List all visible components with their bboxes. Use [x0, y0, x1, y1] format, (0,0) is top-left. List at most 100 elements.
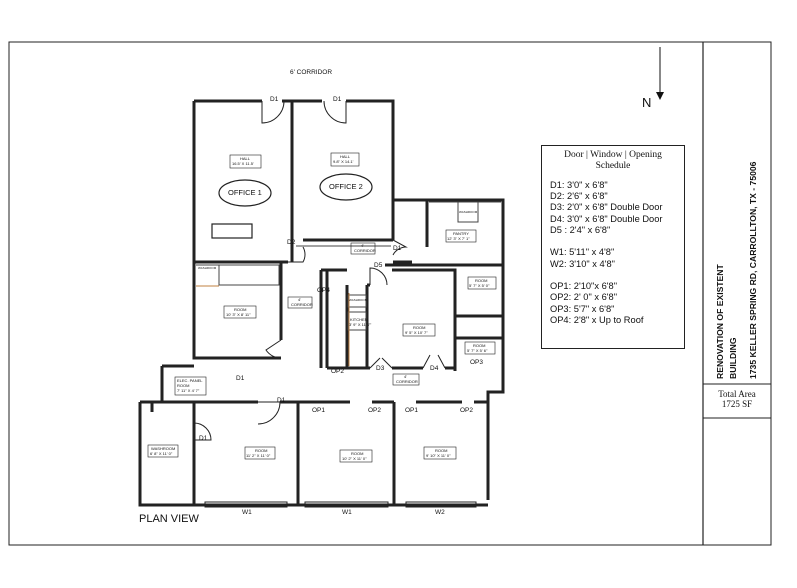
hall1-size: 16.5' X 11.5'	[232, 161, 254, 166]
opening-label-op1a: OP1	[312, 407, 326, 414]
wall-right-lower	[486, 371, 505, 500]
room-r1-size: 5' 7" X 5' 0"	[469, 283, 490, 288]
door-swing-d1c	[392, 239, 408, 256]
wall-elec	[160, 364, 230, 404]
elec-label-box	[174, 376, 207, 396]
wall-corridor-col	[319, 268, 347, 368]
corridor-left-name: 4'	[298, 297, 301, 302]
door-swing-d1f	[193, 422, 212, 441]
door-schedule-item: D1: 3'0" x 6'8"	[550, 179, 608, 190]
corridor-left-sub: CORRIDOR	[291, 302, 313, 307]
window-w2	[405, 501, 477, 508]
total-area-value: 1725 SF	[721, 399, 753, 410]
door-swing-d1b	[323, 100, 347, 124]
office2-label: OFFICE 2	[329, 182, 363, 191]
door-swing-d3	[369, 357, 393, 369]
window-w1b	[304, 501, 389, 508]
opening-schedule-item: OP3: 5'7" x 6'8"	[550, 303, 615, 314]
room-b3-size: 9' 10" X 11' 0"	[426, 453, 451, 458]
title-block: RENOVATION OF EXISTENT BUILDING 1735 KEL…	[703, 42, 771, 542]
door-schedule-item: D3: 2'0" x 6'8" Double Door	[550, 202, 663, 213]
opening-schedule-item: OP2: 2' 0" x 6'8"	[550, 292, 617, 303]
schedule-header: Door | Window | Opening Schedule	[542, 146, 684, 172]
door-label-d4: D4	[430, 365, 439, 372]
room-r1-name: ROOM	[475, 278, 488, 283]
room-r2-size: 5' 7" X 5' 6"	[467, 348, 488, 353]
door-swing-d1d	[265, 339, 282, 359]
opening-schedule-list: OP1: 2'10"x 6'8" OP2: 2' 0" x 6'8" OP3: …	[542, 281, 684, 326]
project-title-line2: BUILDING	[728, 337, 738, 379]
room-b2-label-box	[339, 449, 373, 463]
wall-kitchen	[345, 285, 369, 368]
room-b1-name: ROOM	[255, 448, 268, 453]
room-center-name: ROOM	[413, 325, 426, 330]
total-area: Total Area 1725 SF	[703, 389, 771, 410]
corridor-upper-sub: CORRIDOR	[354, 248, 376, 253]
room-left-size: 10' 3" X 8' 11"	[226, 312, 251, 317]
pantry-size: 12' 3" X 7' 1"	[447, 236, 470, 241]
window-schedule-item: W1: 5'11" x 4'8"	[550, 247, 615, 258]
kitchen-size: 3' 9" X 11' 7"	[349, 322, 372, 327]
elec-line1: ELEC. PANEL	[177, 378, 203, 383]
door-swing-d2	[288, 246, 306, 263]
door-swing-d4	[422, 354, 446, 369]
elec-line3: 7' 11" X 4' 7"	[177, 388, 200, 393]
door-schedule-item: D4: 3'0" x 6'8" Double Door	[550, 213, 663, 224]
project-title-line1: RENOVATION OF EXISTENT	[715, 264, 725, 379]
wall-central-room	[367, 268, 457, 371]
washroom-label-box	[147, 444, 179, 458]
washroom-tag-1: WASHROOM	[198, 266, 217, 270]
room-b2-name: ROOM	[351, 451, 364, 456]
window-schedule-list: W1: 5'11" x 4'8" W2: 3'10" x 4'8"	[542, 247, 684, 270]
room-r1-label-box	[467, 276, 497, 290]
door-label-d2: D2	[287, 239, 296, 246]
door-label-d1b: D1	[333, 96, 342, 103]
office2-ellipse	[319, 173, 373, 201]
corridor-lower-sub: CORRIDOR	[396, 379, 418, 384]
opening-schedule-item: OP4: 2'8" x Up to Roof	[550, 314, 644, 325]
door-swing-d5	[369, 267, 388, 286]
office1-label: OFFICE 1	[228, 188, 262, 197]
hall2-size: 9.8" X 14.1'	[333, 159, 354, 164]
door-swing-d1e	[257, 401, 281, 425]
schedule-title-line1: Door | Window | Opening	[564, 150, 662, 160]
opening-label-op4: OP4	[317, 287, 331, 294]
door-label-d1e: D1	[277, 397, 286, 404]
pantry-name: PANTRY	[453, 231, 469, 236]
pantry-label-box	[445, 229, 477, 243]
door-label-d5: D5	[374, 262, 383, 269]
corridor-upper-box	[350, 242, 376, 255]
hall1-name: HALL	[240, 156, 251, 161]
hall2-label-box	[330, 152, 360, 167]
room-b3-label-box	[423, 446, 457, 460]
washroom-size: 6' 8" X 11' 0"	[150, 451, 173, 456]
corridor-lower-name: 4'	[404, 374, 407, 379]
room-center-size: 9' 5" X 10' 7"	[405, 330, 428, 335]
corridor-top-label: 6' CORRIDOR	[290, 69, 333, 76]
opening-label-op2c: OP2	[460, 407, 474, 414]
corridor-upper-name: 4'	[361, 243, 364, 248]
door-label-d1a: D1	[270, 96, 279, 103]
elec-line2: ROOM	[177, 383, 190, 388]
room-b3-name: ROOM	[435, 448, 448, 453]
office1-desk	[211, 223, 253, 239]
wall-office1	[192, 99, 294, 262]
opening-label-op2a: OP2	[331, 368, 345, 375]
window-label-w1a: W1	[242, 509, 252, 516]
schedule-title-line2: Schedule	[595, 160, 631, 171]
window-label-w1b: W1	[342, 509, 352, 516]
window-schedule-item: W2: 3'10" x 4'8"	[550, 258, 615, 269]
door-schedule-item: D2: 2'6" x 6'8"	[550, 191, 608, 202]
office1-ellipse	[218, 179, 272, 207]
washroom-tag-3: WASHROOM	[349, 298, 368, 302]
door-label-d1d: D1	[236, 375, 245, 382]
room-b2-size: 10' 2" X 11' 0"	[342, 456, 367, 461]
door-label-d1f: D1	[199, 435, 208, 442]
room-r2-label-box	[464, 341, 496, 355]
kitchen-name: KITCHEN	[350, 317, 368, 322]
wall-mid-h2	[385, 260, 503, 267]
room-r2-name: ROOM	[473, 343, 486, 348]
opening-label-op3: OP3	[470, 359, 484, 366]
room-left-name: ROOM	[234, 307, 247, 312]
